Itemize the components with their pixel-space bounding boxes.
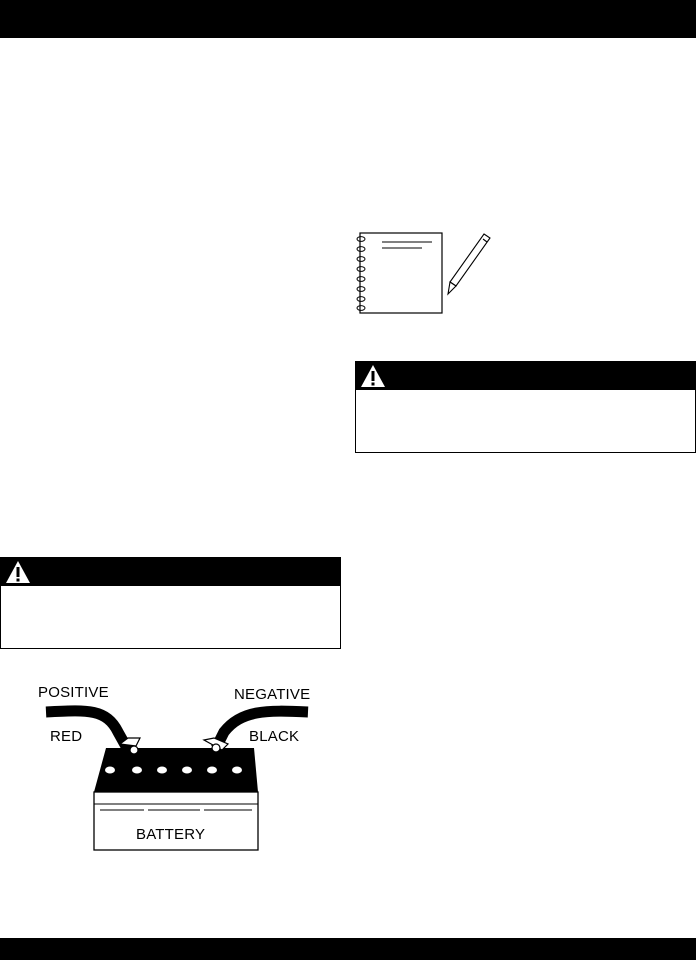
warning-header: [356, 362, 695, 390]
battery-connection-figure: POSITIVE NEGATIVE RED BLACK BATTERY: [36, 680, 326, 860]
warning-box-left: [0, 557, 341, 649]
warning-box-right: [355, 361, 696, 453]
battery-label: BATTERY: [136, 826, 206, 843]
positive-label: POSITIVE: [38, 684, 109, 701]
black-label: BLACK: [249, 728, 300, 745]
warning-triangle-icon: [6, 561, 30, 583]
warning-triangle-icon: [361, 365, 385, 387]
footer-bar: [0, 938, 696, 960]
battery-illustration: [45, 705, 309, 851]
notebook-pencil-icon: [352, 226, 502, 318]
warning-header: [1, 558, 340, 586]
negative-label: NEGATIVE: [234, 686, 311, 703]
header-bar: [0, 0, 696, 38]
red-label: RED: [50, 728, 83, 745]
